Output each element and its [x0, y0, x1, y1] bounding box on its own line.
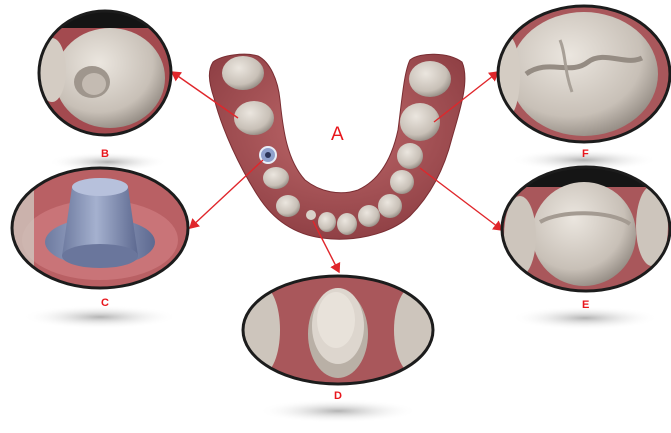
label-b: B: [101, 148, 109, 160]
label-d: D: [334, 390, 342, 402]
tooth-left-premolar-2: [276, 195, 300, 217]
tooth-left-molar-1: [222, 56, 264, 90]
tooth-left-premolar-1: [263, 167, 289, 189]
tooth-right-premolar-2: [397, 143, 423, 169]
tooth-right-molar-2: [409, 61, 451, 97]
label-c: C: [101, 297, 109, 309]
label-e: E: [582, 299, 589, 311]
lens-d: [243, 275, 434, 385]
shadow-c: [22, 305, 178, 329]
arrow-to-c: [190, 160, 263, 228]
dental-arch-model: [209, 54, 465, 239]
tooth-incisor-3: [358, 205, 380, 227]
lens-b: [38, 10, 173, 140]
label-a: A: [331, 124, 344, 146]
tooth-left-molar-2: [234, 101, 274, 135]
tooth-right-premolar-1: [390, 170, 414, 194]
tooth-incisor-4: [378, 194, 402, 218]
label-f: F: [582, 148, 589, 160]
tooth-left-canine-stump: [306, 210, 316, 220]
tooth-incisor-1: [318, 212, 336, 232]
lens-e: [502, 167, 670, 291]
shadow-d: [258, 399, 418, 423]
arrow-to-e: [420, 168, 502, 230]
lens-f: [496, 6, 670, 142]
tooth-incisor-2: [337, 213, 357, 235]
lens-c: [12, 168, 188, 290]
